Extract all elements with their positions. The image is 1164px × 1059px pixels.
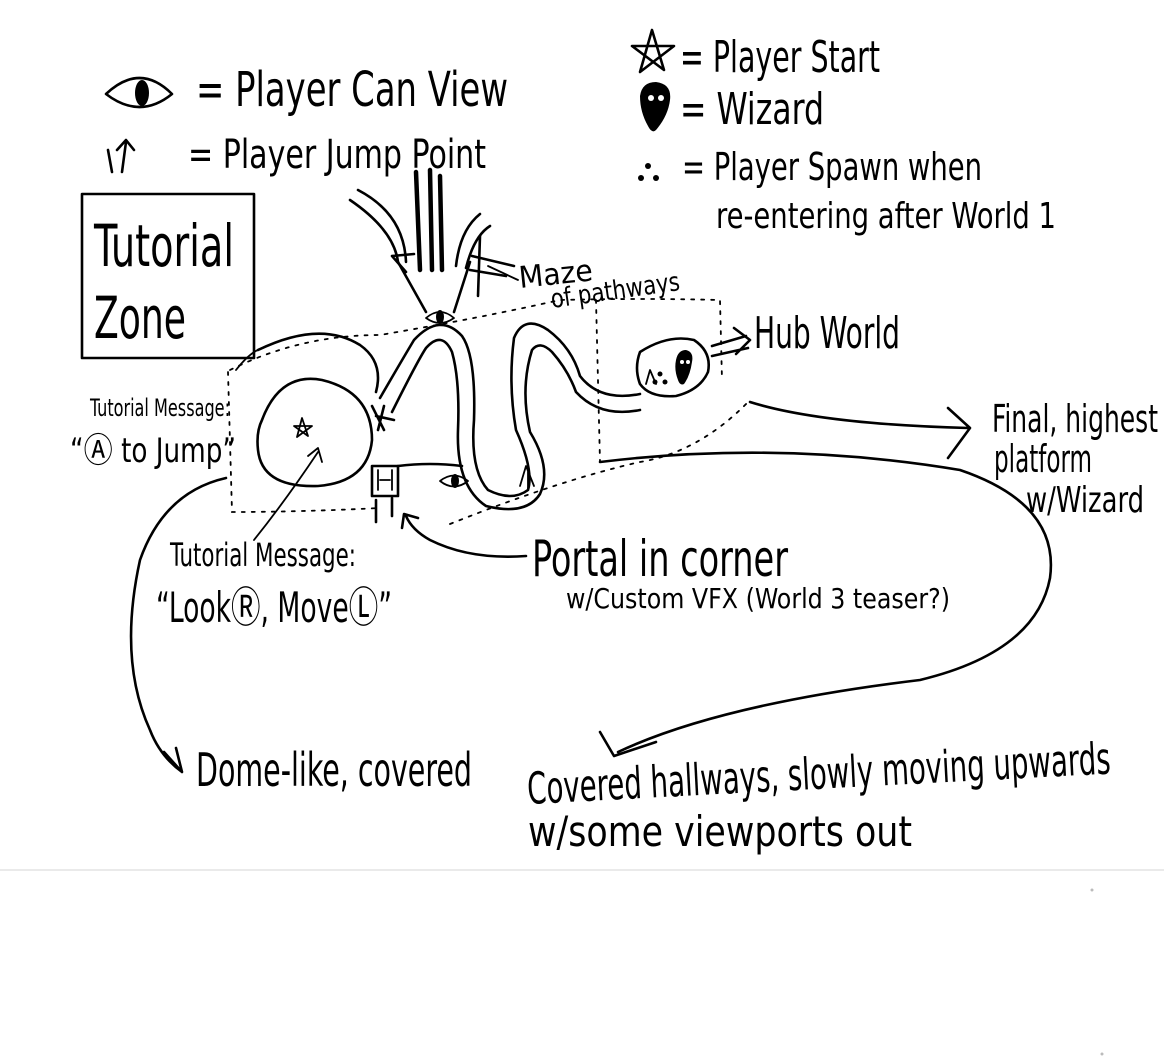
tutorial-look-message-line1: Tutorial Message:	[169, 536, 356, 574]
player-start-star-icon	[293, 417, 313, 438]
hallways-label-line1: Covered hallways, slowly moving upwards	[526, 733, 1112, 814]
hub-world-arrow	[710, 326, 752, 358]
legend-wizard-label: = Wizard	[680, 84, 824, 135]
legend-jump-label: = Player Jump Point	[188, 132, 486, 178]
maze-pathways	[348, 167, 516, 314]
legend-spawn-label-line1: = Player Spawn when	[682, 145, 982, 189]
final-platform-line1: Final, highest	[992, 397, 1158, 441]
jump-arrow-icon	[106, 138, 136, 174]
speck	[1100, 1052, 1104, 1056]
level-map	[227, 167, 752, 525]
legend-spawn-label-line2: re-entering after World 1	[716, 196, 1056, 237]
final-platform-arrow	[748, 400, 972, 460]
dome-label: Dome-like, covered	[196, 743, 472, 797]
star-icon	[630, 28, 676, 74]
portal-pointer-arrow	[400, 512, 528, 558]
tutorial-zone-box: Tutorial Zone	[80, 192, 256, 360]
tutorial-jump-message-line2: “Ⓐ to Jump”	[70, 431, 236, 471]
viewport-eye-icon	[439, 474, 469, 488]
tutorial-jump-message-line1: Tutorial Message:	[89, 394, 230, 422]
hallways-label-line2: w/some viewports out	[528, 807, 912, 856]
hub-world-label: Hub World	[754, 308, 900, 359]
hub-wizard-icon	[675, 350, 693, 385]
dome-pointer-curve	[129, 476, 228, 774]
hub-platform	[635, 337, 710, 398]
legend: = Player Can View = Player Jump Point = …	[104, 28, 1056, 237]
final-platform-line2: platform	[994, 437, 1092, 481]
start-jump-point-icon	[370, 404, 396, 432]
eye-icon	[104, 76, 174, 109]
portal-label-line2: w/Custom VFX (World 3 teaser?)	[566, 582, 950, 615]
hallways-pointer-curve	[598, 451, 1053, 758]
tutorial-look-pointer	[253, 447, 323, 541]
portal-label-line1: Portal in corner	[532, 530, 788, 588]
maze-eye-icon	[425, 310, 455, 324]
tutorial-look-message-line2: “LookⓇ, MoveⓁ”	[156, 583, 392, 632]
spawn-dots-icon	[638, 163, 659, 181]
start-dome	[256, 377, 374, 488]
final-platform-line3: w/Wizard	[1026, 480, 1144, 521]
maze-pointer-line	[487, 265, 519, 281]
legend-start-label: = Player Start	[680, 32, 880, 83]
speck	[1090, 888, 1094, 892]
tutorial-zone-line1: Tutorial	[93, 212, 234, 280]
wizard-icon	[640, 82, 671, 132]
maze-label-line1: Maze	[517, 253, 594, 296]
tutorial-zone-line2: Zone	[94, 284, 186, 352]
portal-icon	[370, 464, 400, 524]
pathway-inner	[390, 338, 642, 511]
legend-eye-label: = Player Can View	[196, 62, 508, 118]
